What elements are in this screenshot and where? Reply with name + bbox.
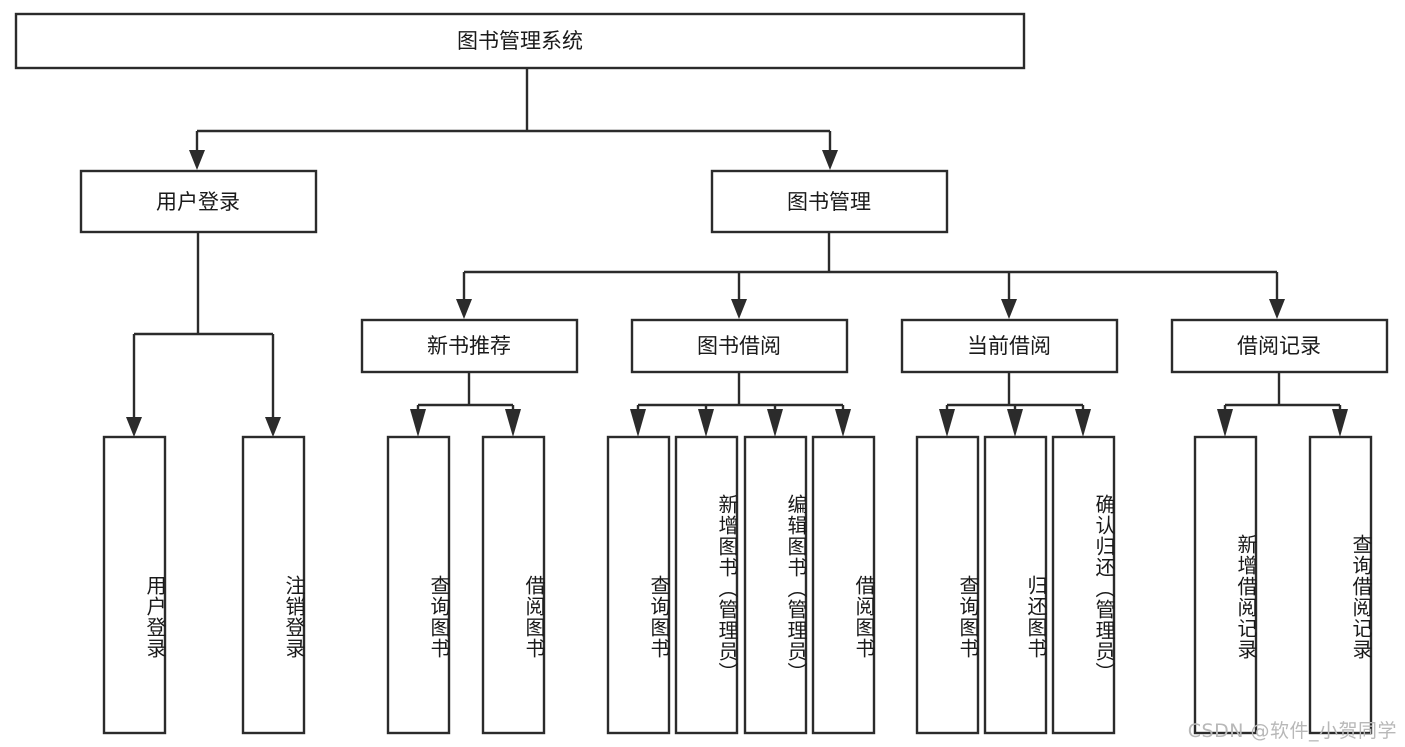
node-user-login[interactable]: 用户登录 [79, 169, 318, 234]
leaf-box-new-book-recommend-1[interactable] [481, 435, 546, 735]
node-current-borrow-box[interactable] [900, 318, 1119, 374]
node-current-borrow-label: 当前借阅 [967, 334, 1051, 358]
arrow-head-level3-4 [1269, 299, 1285, 319]
node-new-book-recommend-label: 新书推荐 [427, 334, 511, 358]
node-borrow-record[interactable]: 借阅记录 [1170, 318, 1389, 374]
arrow-head-cb-3 [1075, 409, 1091, 437]
node-book-management-box[interactable] [710, 169, 949, 234]
leaf-box-book-borrow-2[interactable] [743, 435, 808, 735]
arrow-head-br-1 [1217, 409, 1233, 437]
arrow-head-bb-4 [835, 409, 851, 437]
connector-current-borrow-to-leaves [939, 372, 1091, 437]
leaf-box-book-borrow-1[interactable] [674, 435, 739, 735]
node-book-management-label: 图书管理 [787, 190, 871, 214]
node-new-book-recommend-box[interactable] [360, 318, 579, 374]
node-new-book-recommend[interactable]: 新书推荐 [360, 318, 579, 374]
leaf-box-new-book-recommend-0[interactable] [386, 435, 451, 735]
connector-user-login-to-leaves [126, 232, 281, 437]
arrow-head-cb-1 [939, 409, 955, 437]
node-book-management[interactable]: 图书管理 [710, 169, 949, 234]
leaf-box-current-borrow-2[interactable] [1051, 435, 1116, 735]
arrow-head-bb-2 [698, 409, 714, 437]
connector-root-to-level2 [189, 68, 838, 170]
leaf-box-borrow-record-1[interactable] [1308, 435, 1373, 735]
node-current-borrow[interactable]: 当前借阅 [900, 318, 1119, 374]
node-book-borrow-label: 图书借阅 [697, 334, 781, 358]
arrow-head-level3-1 [456, 299, 472, 319]
node-borrow-record-box[interactable] [1170, 318, 1389, 374]
arrow-head-root-2 [822, 150, 838, 170]
node-root-box[interactable] [14, 12, 1026, 70]
arrow-head-bb-1 [630, 409, 646, 437]
arrow-head-br-2 [1332, 409, 1348, 437]
node-book-borrow[interactable]: 图书借阅 [630, 318, 849, 374]
node-book-borrow-box[interactable] [630, 318, 849, 374]
arrow-head-level3-2 [731, 299, 747, 319]
arrow-head-cb-2 [1007, 409, 1023, 437]
connector-borrow-record-to-leaves [1217, 372, 1348, 437]
connector-new-book-recommend-to-leaves [410, 372, 521, 437]
node-root[interactable]: 图书管理系统 [14, 12, 1026, 70]
arrow-head-user-login-2 [265, 417, 281, 437]
leaf-box-user-login-1[interactable] [241, 435, 306, 735]
arrow-head-level3-3 [1001, 299, 1017, 319]
node-borrow-record-label: 借阅记录 [1237, 334, 1321, 358]
connector-book-management-to-level3 [456, 232, 1285, 319]
leaf-box-current-borrow-1[interactable] [983, 435, 1048, 735]
watermark-label: CSDN @软件_小贺同学 [1187, 720, 1397, 742]
arrow-head-nbr-2 [505, 409, 521, 437]
leaf-box-user-login-0[interactable] [102, 435, 167, 735]
arrow-head-root-1 [189, 150, 205, 170]
leaf-box-book-borrow-3[interactable] [811, 435, 876, 735]
connector-book-borrow-to-leaves [630, 372, 851, 437]
arrow-head-user-login-1 [126, 417, 142, 437]
node-user-login-label: 用户登录 [156, 190, 240, 214]
leaf-box-book-borrow-0[interactable] [606, 435, 671, 735]
node-root-label: 图书管理系统 [457, 29, 583, 53]
arrow-head-nbr-1 [410, 409, 426, 437]
arrow-head-bb-3 [767, 409, 783, 437]
leaf-box-borrow-record-0[interactable] [1193, 435, 1258, 735]
leaf-box-current-borrow-0[interactable] [915, 435, 980, 735]
